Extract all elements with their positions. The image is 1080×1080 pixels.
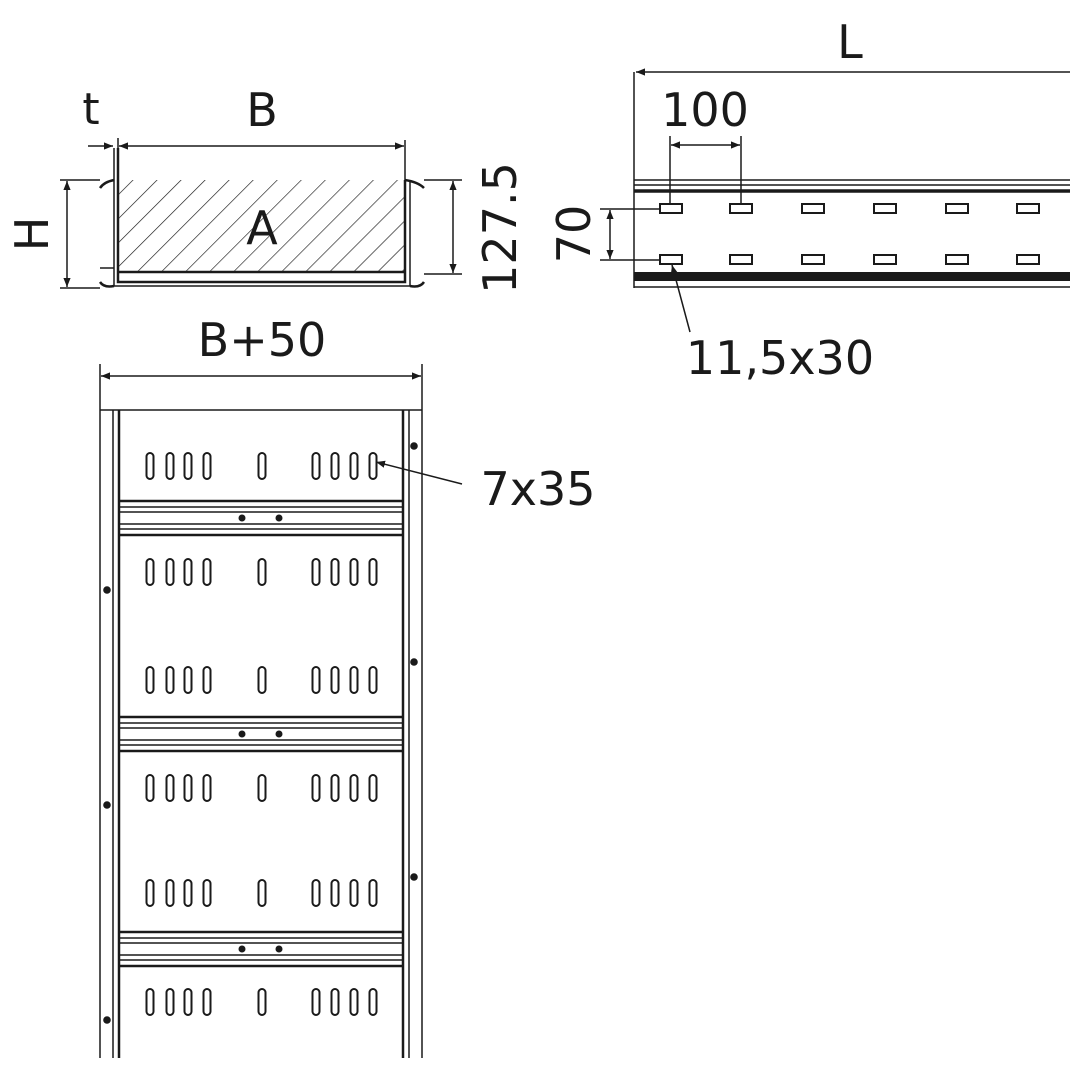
flange-lip-left-top [98, 178, 115, 189]
floor-slot [183, 558, 193, 586]
floor-slot [145, 879, 155, 907]
floor-slot [311, 452, 321, 480]
label-B: B [246, 83, 278, 137]
slot-row [145, 774, 378, 802]
tray-profile-inner [113, 148, 411, 287]
floor-slot [330, 666, 340, 694]
side-holes-row-bottom [659, 254, 1040, 265]
label-H: H [5, 217, 59, 252]
label-t: t [82, 84, 99, 135]
floor-slot [330, 774, 340, 802]
rail-rivets [103, 442, 418, 1024]
floor-slot [257, 988, 267, 1016]
floor-slot [183, 666, 193, 694]
floor-slot [349, 879, 359, 907]
flange-lip-left-bottom [98, 281, 115, 288]
floor-slot [145, 452, 155, 480]
floor-slot [349, 558, 359, 586]
floor-slot [165, 452, 175, 480]
slot-row [145, 879, 378, 907]
floor-slot [257, 774, 267, 802]
label-slot-size: 7x35 [480, 462, 595, 516]
floor-slot [311, 774, 321, 802]
floor-slot [257, 452, 267, 480]
cross-rib-2 [119, 715, 403, 753]
floor-slot [349, 774, 359, 802]
floor-slot [349, 988, 359, 1016]
floor-slot [183, 452, 193, 480]
top-view: B+50 [99, 313, 596, 1058]
slot-leader-line [375, 460, 463, 485]
floor-slot [311, 879, 321, 907]
floor-slot [368, 558, 378, 586]
floor-slot [202, 879, 212, 907]
floor-slot [165, 879, 175, 907]
floor-slot [368, 666, 378, 694]
floor-slot [183, 988, 193, 1016]
floor-slot [368, 879, 378, 907]
floor-slot [202, 452, 212, 480]
label-L: L [837, 15, 863, 69]
cross-rib-1 [119, 499, 403, 537]
floor-slot [257, 666, 267, 694]
cross-section-view: t B H A 127.5 [5, 83, 527, 294]
label-hole-size: 11,5x30 [686, 331, 874, 385]
hole-leader-line [670, 264, 691, 333]
tray-profile [116, 148, 407, 284]
floor-slot [165, 988, 175, 1016]
right-side-rail [401, 410, 423, 1058]
floor-slot-rows [145, 452, 378, 1016]
floor-slot [183, 879, 193, 907]
slot-row [145, 452, 378, 480]
floor-slot [202, 774, 212, 802]
floor-slot [165, 666, 175, 694]
left-side-rail [99, 410, 121, 1058]
hatched-area-A [118, 180, 405, 272]
floor-slot [145, 774, 155, 802]
slot-row [145, 988, 378, 1016]
label-A: A [246, 201, 278, 255]
floor-slot [145, 558, 155, 586]
floor-slot [202, 666, 212, 694]
floor-slot [165, 774, 175, 802]
floor-slot [330, 988, 340, 1016]
floor-slot [349, 666, 359, 694]
cross-rib-3 [119, 930, 403, 968]
label-127-5: 127.5 [473, 162, 527, 294]
floor-slot [368, 452, 378, 480]
floor-slot [330, 558, 340, 586]
floor-slot [311, 558, 321, 586]
label-70: 70 [547, 205, 601, 264]
floor-slot [311, 666, 321, 694]
slot-row [145, 666, 378, 694]
floor-slot [145, 988, 155, 1016]
floor-slot [349, 452, 359, 480]
floor-slot [202, 988, 212, 1016]
floor-slot [183, 774, 193, 802]
side-holes-row-top [659, 203, 1040, 214]
floor-slot [202, 558, 212, 586]
slot-row [145, 558, 378, 586]
floor-slot [257, 879, 267, 907]
floor-slot [311, 988, 321, 1016]
flange-lip-right-bottom [409, 281, 426, 288]
floor-slot [145, 666, 155, 694]
floor-slot [368, 988, 378, 1016]
label-B-plus-50: B+50 [198, 313, 327, 367]
floor-slot [165, 558, 175, 586]
label-100: 100 [661, 83, 749, 137]
floor-slot [330, 452, 340, 480]
floor-slot [257, 558, 267, 586]
side-view: L 100 [547, 15, 1070, 385]
floor-slot [368, 774, 378, 802]
flange-lip-right-top [404, 178, 425, 189]
side-rail-bottom-band [634, 272, 1070, 281]
floor-slot [330, 879, 340, 907]
